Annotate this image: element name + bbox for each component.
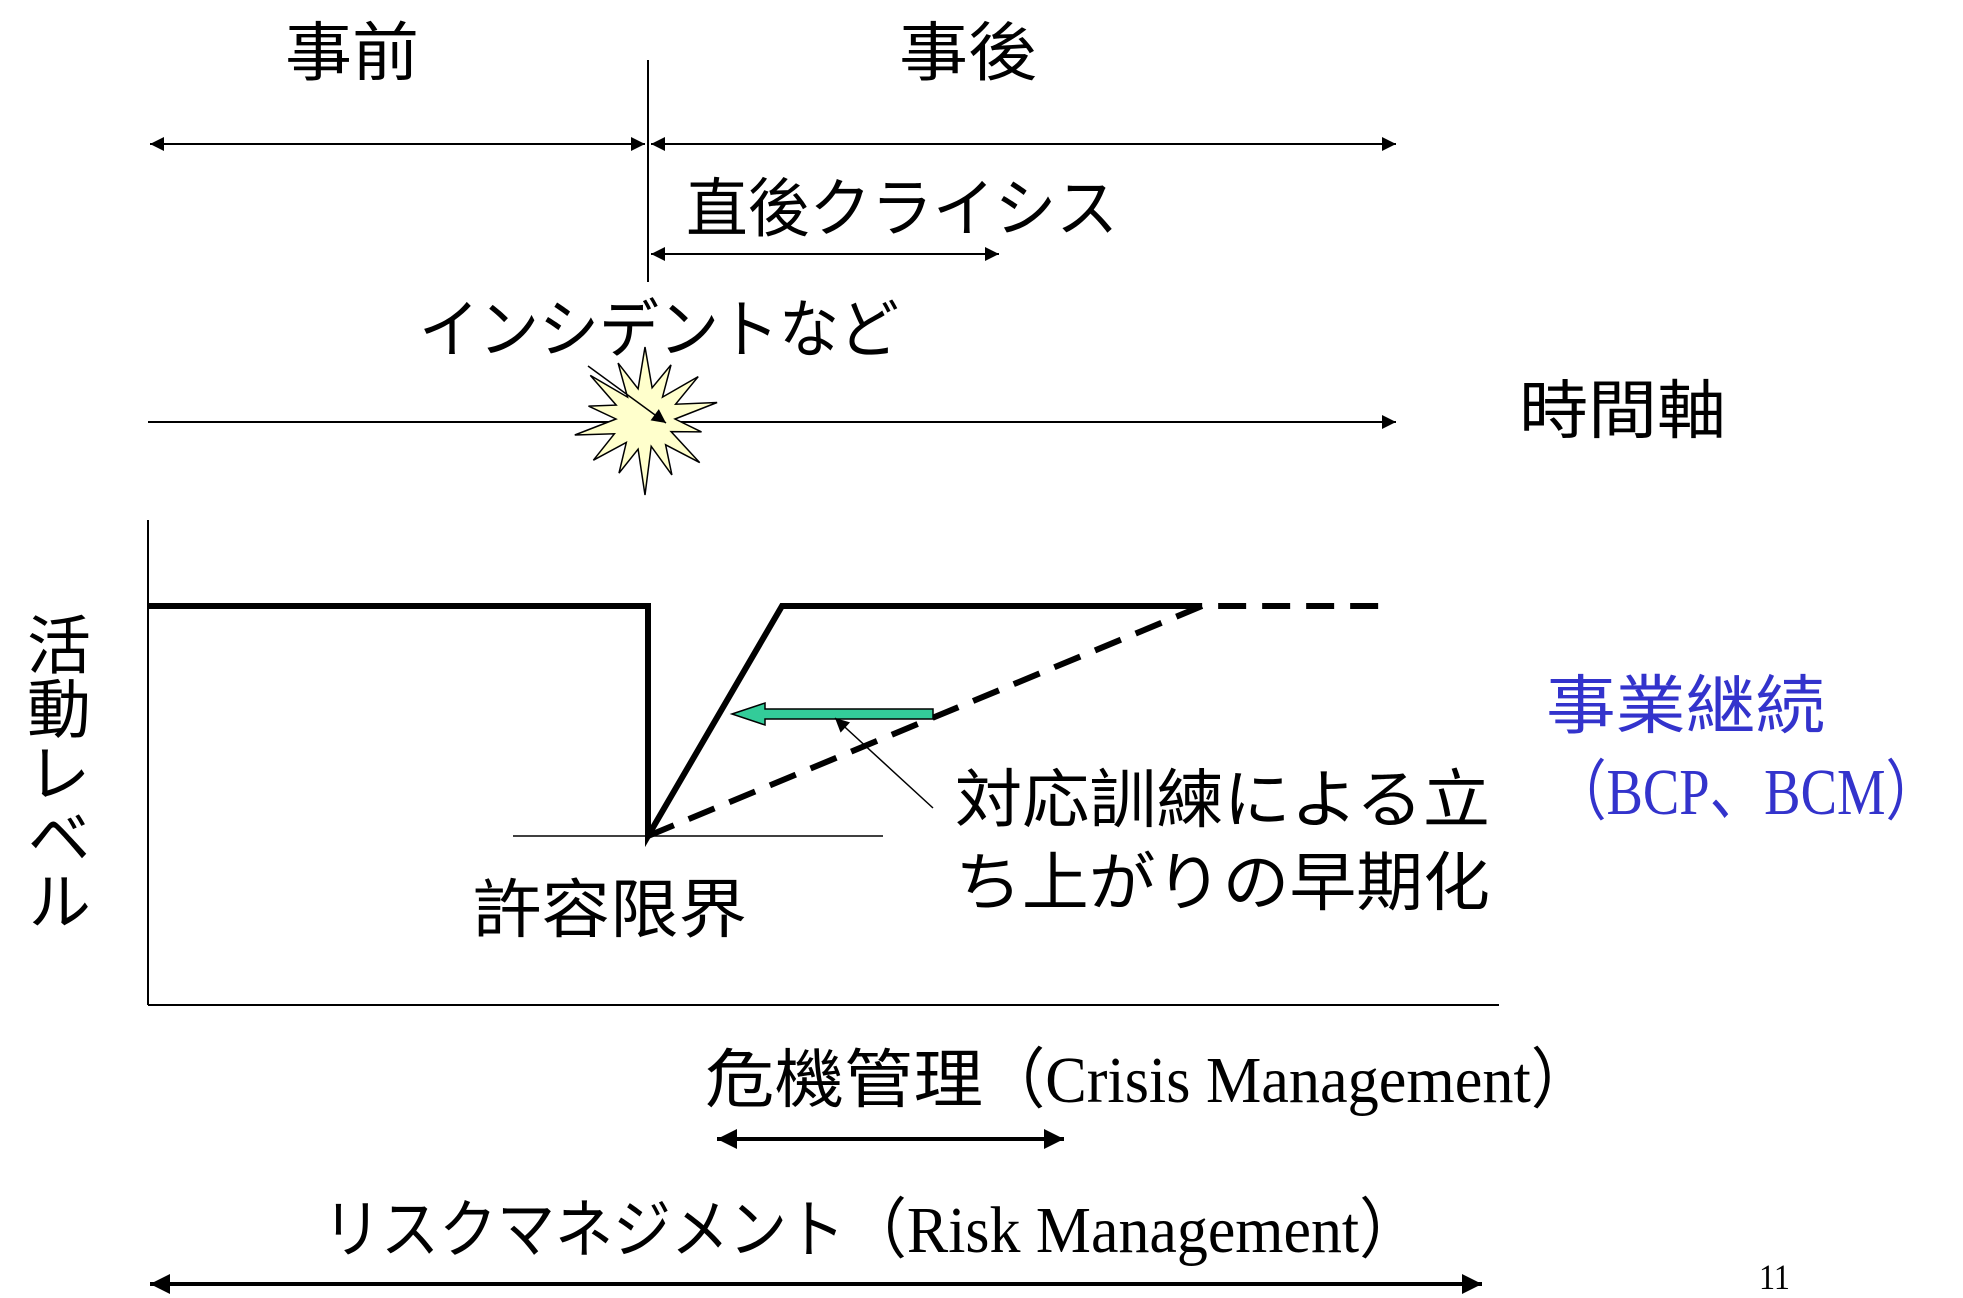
risk-management-ja: リスクマネジメント: [323, 1194, 845, 1268]
activity-without-training-line: [646, 603, 1381, 839]
time-axis-label: 時間軸: [1519, 375, 1726, 449]
immediate-crisis-label: 直後クライシス: [686, 173, 1118, 247]
incident-label: インシデントなど: [419, 294, 899, 368]
business-continuity-label: 事業継続: [1546, 670, 1825, 744]
training-note-line2: ち上がりの早期化: [955, 847, 1490, 921]
early-recovery-arrow: [729, 701, 934, 727]
activity-level-axis-label: 活動レベル: [16, 612, 90, 932]
business-continuity-abbrev: （BCP、BCM）: [1552, 756, 1940, 829]
crisis-management-ja: 危機管理: [705, 1044, 983, 1118]
incident-pointer-arrow: [587, 365, 667, 424]
tolerance-limit-label: 許容限界: [473, 874, 747, 948]
training-note-pointer-arrow: [834, 717, 934, 809]
page-number: 11: [1759, 1257, 1790, 1297]
crisis-management-label: 危機管理 （Crisis Management）: [705, 1044, 1593, 1118]
risk-management-en: （Risk Management）: [845, 1194, 1421, 1267]
before-label: 事前: [285, 17, 419, 91]
training-note-line1: 対応訓練による立: [955, 764, 1490, 838]
incident-burst-icon: [574, 346, 718, 496]
risk-management-label: リスクマネジメント （Risk Management）: [323, 1194, 1421, 1268]
after-label: 事後: [899, 17, 1037, 91]
crisis-management-en: （Crisis Management）: [983, 1044, 1593, 1117]
